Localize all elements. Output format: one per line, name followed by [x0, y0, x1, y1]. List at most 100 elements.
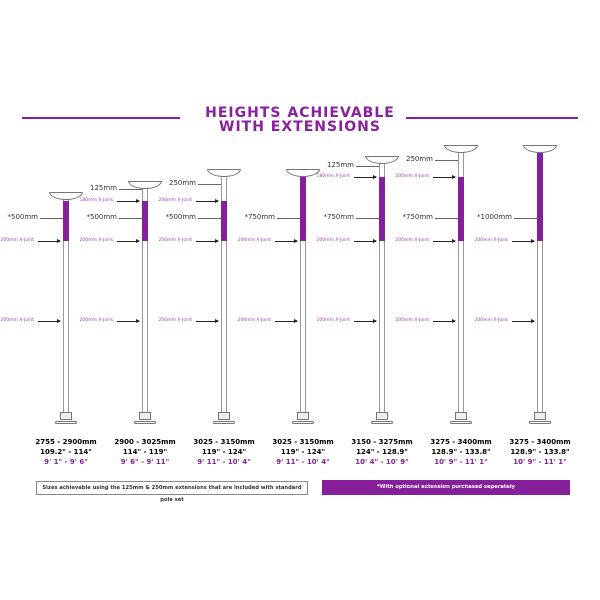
x-joint-label: 200mm X-Joint — [158, 318, 192, 323]
size-mm: 3150 - 3275mm — [351, 438, 413, 446]
x-joint-arrow — [275, 319, 298, 323]
size-inches: 128.9" - 133.8" — [510, 448, 570, 456]
x-joint-label: 200mm X-Joint — [79, 238, 113, 243]
x-joint-label: 200mm X-Joint — [395, 318, 429, 323]
pole-base-bearing — [455, 412, 467, 420]
extension-length-label: *500mm — [7, 213, 39, 221]
x-joint-arrow — [38, 319, 61, 323]
x-joint-label: 200mm X-Joint — [237, 318, 271, 323]
extension-segment — [537, 150, 543, 241]
top-extension-line — [356, 166, 379, 167]
extension-length-line — [356, 218, 379, 219]
extension-length-label: *1000mm — [477, 213, 512, 221]
standard-sizes-note: Sizes achievable using the 125mm & 250mm… — [36, 481, 308, 503]
x-joint-arrow — [196, 319, 219, 323]
size-inches: 119" - 124" — [201, 448, 247, 456]
top-extension-label: 125mm — [327, 161, 354, 169]
size-feet: 9' 1" - 9' 6" — [44, 458, 88, 466]
extension-segment — [379, 177, 385, 241]
pole-base-bearing — [297, 412, 309, 420]
x-joint-label: 200mm X-Joint — [316, 318, 350, 323]
x-joint-label: 200mm X-Joint — [316, 238, 350, 243]
top-x-joint-label: 200mm X-Joint — [158, 198, 192, 203]
pole-base-bearing — [534, 412, 546, 420]
top-extension-line — [435, 160, 458, 161]
pole-base-plate — [134, 421, 156, 424]
x-joint-label: 200mm X-Joint — [0, 318, 34, 323]
extension-segment — [300, 176, 306, 241]
x-joint-arrow — [275, 239, 298, 243]
size-feet: 9' 11" - 10' 4" — [276, 458, 330, 466]
x-joint-arrow — [38, 239, 61, 243]
size-feet: 10' 9" - 11' 1" — [434, 458, 488, 466]
top-extension-label: 125mm — [90, 184, 117, 192]
x-joint-arrow — [433, 239, 456, 243]
size-range: 3025 - 3150mm 119" - 124" 9' 11" - 10' 4" — [258, 437, 348, 467]
pole-base-plate — [213, 421, 235, 424]
extension-length-label: *500mm — [165, 213, 197, 221]
size-mm: 3275 - 3400mm — [509, 438, 571, 446]
x-joint-arrow — [433, 319, 456, 323]
pole-base-plate — [529, 421, 551, 424]
x-joint-label: 200mm X-Joint — [0, 238, 34, 243]
title-line-2: WITH EXTENSIONS — [219, 119, 381, 135]
size-mm: 3025 - 3150mm — [193, 438, 255, 446]
size-inches: 124" - 128.9" — [356, 448, 408, 456]
size-inches: 128.9" - 133.8" — [431, 448, 491, 456]
extension-length-label: *750mm — [244, 213, 276, 221]
size-mm: 3025 - 3150mm — [272, 438, 334, 446]
top-x-joint-arrow — [117, 199, 140, 203]
size-feet: 10' 9" - 11' 1" — [513, 458, 567, 466]
pole-base-bearing — [218, 412, 230, 420]
top-extension-line — [198, 184, 221, 185]
top-extension-line — [119, 189, 142, 190]
extension-segment — [458, 177, 464, 241]
extension-segment — [221, 201, 227, 241]
extension-segment — [142, 201, 148, 241]
x-joint-arrow — [117, 319, 140, 323]
extension-length-line — [514, 218, 537, 219]
size-range: 3275 - 3400mm 128.9" - 133.8" 10' 9" - 11'… — [416, 437, 506, 467]
top-x-joint-arrow — [433, 175, 456, 179]
extension-length-line — [435, 218, 458, 219]
pole-top-dome — [523, 145, 557, 153]
size-mm: 2755 - 2900mm — [35, 438, 97, 446]
pole-base-bearing — [139, 412, 151, 420]
top-x-joint-label: 180mm X-Joint — [316, 174, 350, 179]
extension-segment — [63, 201, 69, 241]
x-joint-label: 200mm X-Joint — [79, 318, 113, 323]
x-joint-arrow — [354, 239, 377, 243]
size-inches: 114" - 119" — [122, 448, 168, 456]
extension-length-line — [119, 218, 142, 219]
size-mm: 3275 - 3400mm — [430, 438, 492, 446]
x-joint-label: 200mm X-Joint — [395, 238, 429, 243]
extension-length-label: *750mm — [402, 213, 434, 221]
x-joint-arrow — [354, 319, 377, 323]
x-joint-label: 200mm X-Joint — [237, 238, 271, 243]
title-rule-right — [406, 117, 578, 119]
x-joint-label: 200mm X-Joint — [158, 238, 192, 243]
pole-base-plate — [371, 421, 393, 424]
optional-extension-note: *With optional extension purchased seper… — [322, 480, 570, 495]
size-mm: 2900 - 3025mm — [114, 438, 176, 446]
title-rule-left — [22, 117, 180, 119]
pole-base-bearing — [60, 412, 72, 420]
x-joint-arrow — [117, 239, 140, 243]
extension-length-line — [198, 218, 221, 219]
extension-length-label: *750mm — [323, 213, 355, 221]
size-inches: 109.2" - 114" — [40, 448, 92, 456]
pole-top-dome — [207, 169, 241, 177]
pole-top-dome — [444, 145, 478, 153]
size-inches: 119" - 124" — [280, 448, 326, 456]
x-joint-label: 200mm X-Joint — [474, 238, 508, 243]
x-joint-label: 200mm X-Joint — [474, 318, 508, 323]
pole-base-plate — [292, 421, 314, 424]
extension-length-line — [277, 218, 300, 219]
extension-length-label: *500mm — [86, 213, 118, 221]
top-x-joint-arrow — [196, 199, 219, 203]
x-joint-arrow — [512, 319, 535, 323]
